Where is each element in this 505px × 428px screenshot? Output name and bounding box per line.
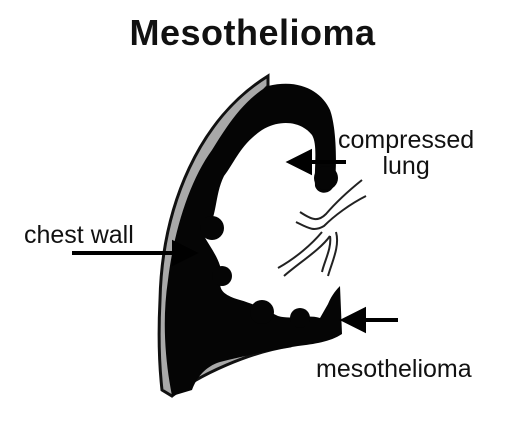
tumor-lobe <box>212 266 232 286</box>
compressed-lung-label-line2: lung <box>338 153 474 179</box>
tumor-lobe <box>200 216 224 240</box>
chest-wall-label: chest wall <box>24 222 134 248</box>
tumor-lobe <box>290 308 310 328</box>
bronchus-lines <box>278 180 366 276</box>
tumor-lobe <box>314 166 338 190</box>
compressed-lung-label: compressed lung <box>338 127 474 179</box>
mesothelioma-label: mesothelioma <box>316 356 472 382</box>
compressed-lung-label-line1: compressed <box>338 127 474 153</box>
tumor-lobe <box>250 300 274 324</box>
